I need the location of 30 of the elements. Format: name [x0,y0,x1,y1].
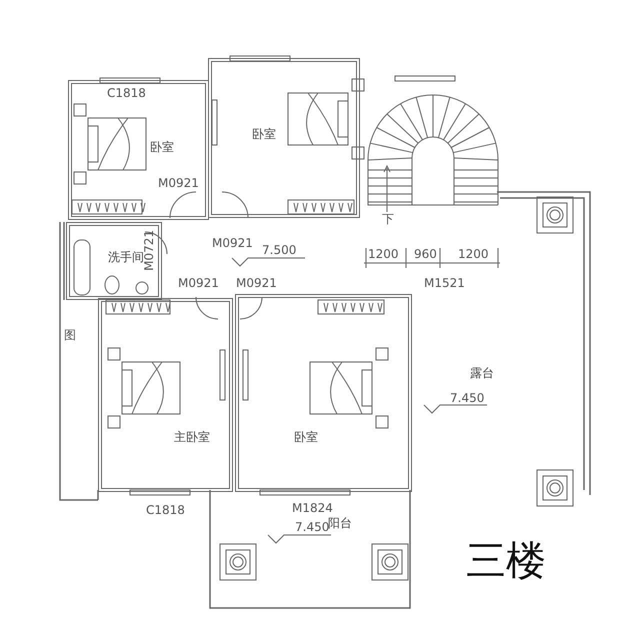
elevation-label: 7.450 [450,391,484,405]
room-box [208,58,360,218]
room-box [98,298,233,492]
window-code: C1818 [146,503,185,517]
room-label: 卧室 [294,430,318,444]
room-label: 卧室 [150,140,174,154]
door-code: M1521 [424,276,465,290]
door-code: M1824 [292,501,333,515]
door-code: M0921 [236,276,277,290]
room-label: 洗手间 [108,250,144,264]
door-code: M0921 [158,176,199,190]
room-label: 卧室 [252,127,276,141]
window-code: C1818 [107,86,146,100]
elevation-label: 7.500 [262,243,296,257]
floor-title: 三楼 [466,538,546,584]
elevation-label: 7.450 [295,520,330,534]
room-box [68,80,209,220]
door-code: M0921 [178,276,219,290]
room-box [66,222,162,300]
door-code: M0721 [142,230,156,271]
room-label: 主卧室 [174,430,210,444]
note-text: 图 [64,328,76,342]
room-label: 阳台 [328,516,352,530]
door-code: M0921 [212,236,253,250]
dimension-label: 1200 [368,247,399,261]
dimension-label: 960 [414,247,437,261]
room-box [235,294,412,492]
room-label: 露台 [470,366,494,380]
dimension-label: 1200 [458,247,489,261]
stair-direction-label: 下 [382,212,394,226]
